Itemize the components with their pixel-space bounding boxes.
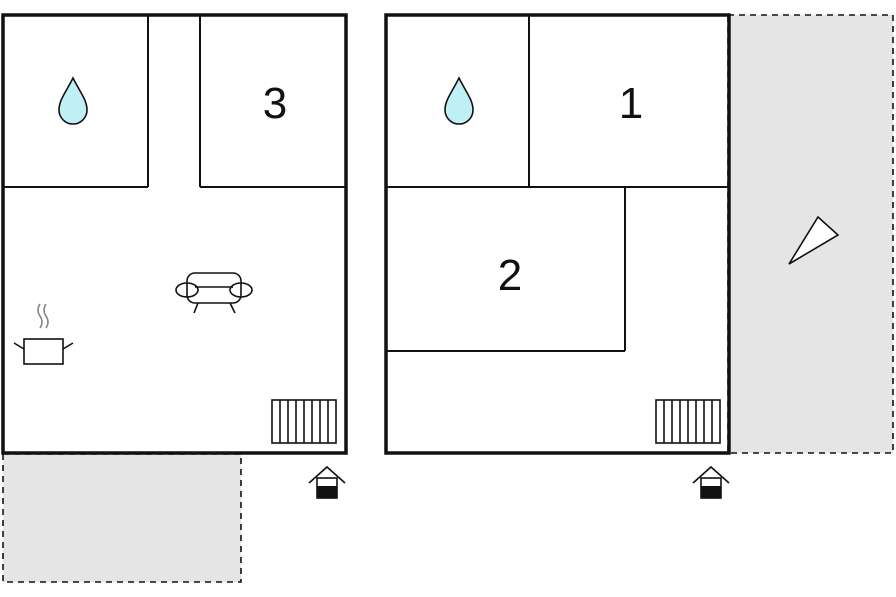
room-number-1: 1 — [619, 79, 643, 128]
water-drop-icon — [444, 76, 474, 125]
entrance-house-icon — [692, 465, 730, 499]
entrance-house-icon — [308, 465, 346, 499]
left-terrace — [2, 453, 242, 583]
water-drop-icon — [58, 76, 88, 125]
left-unit-outline — [1, 13, 348, 455]
left-unit: 3 — [1, 13, 348, 499]
room-number-3: 3 — [263, 79, 287, 128]
right-unit: 1 2 — [384, 13, 840, 499]
radiator-icon — [271, 399, 337, 444]
room-number-2: 2 — [498, 251, 522, 300]
sofa-icon — [175, 272, 253, 314]
cooking-pot-icon — [13, 303, 74, 365]
right-unit-outline — [384, 13, 731, 455]
radiator-icon — [655, 399, 721, 444]
triangle-marker-icon — [788, 215, 840, 265]
